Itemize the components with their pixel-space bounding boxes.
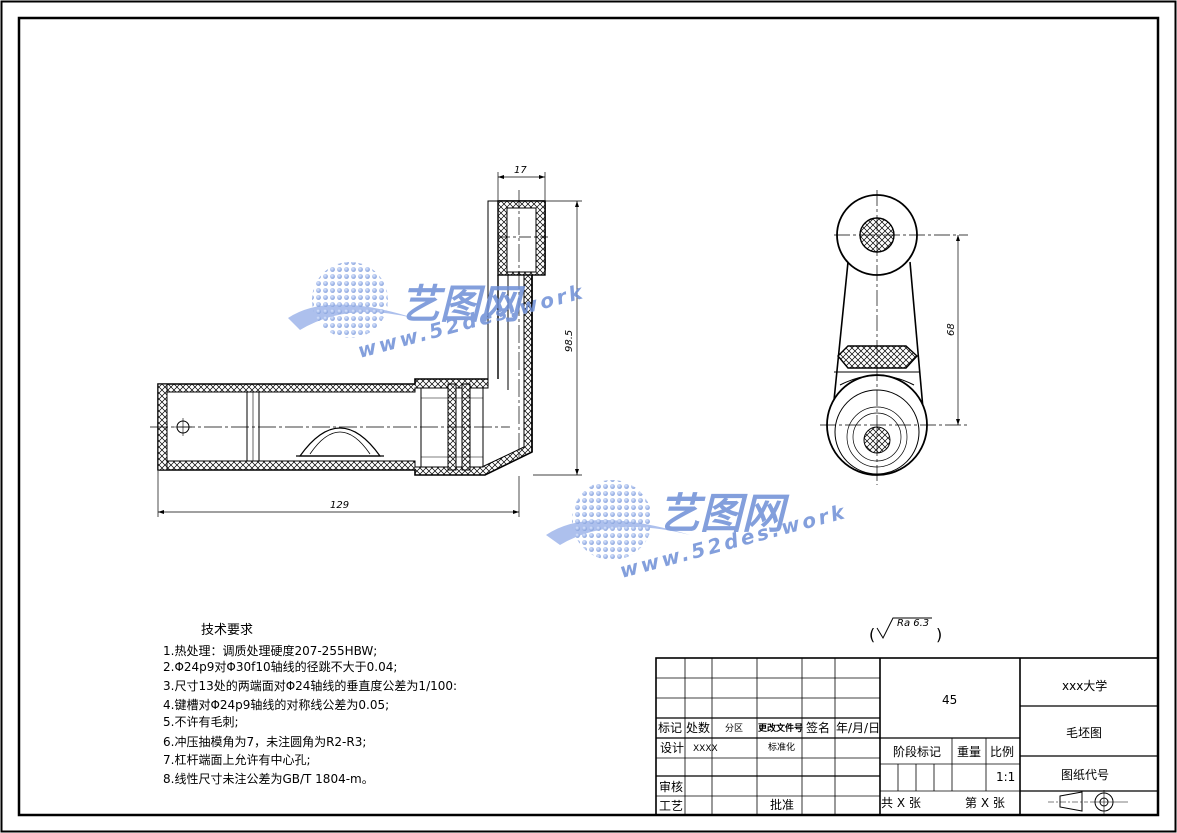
technical-requirements: 技术要求 1.热处理：调质处理硬度207-255HBW; 2.Φ24p9对Φ30… (163, 623, 457, 786)
label-stage-mark: 阶段标记 (893, 744, 941, 759)
designer-name: XXXX (693, 744, 718, 754)
label-change-doc: 更改文件号 (758, 722, 803, 734)
label-scale: 比例 (990, 745, 1014, 759)
scale-value: 1:1 (996, 770, 1015, 784)
tech-req-item: 6.冲压抽模角为7，未注圆角为R2-R3; (163, 734, 366, 749)
label-review: 审核 (659, 779, 683, 794)
tech-req-item: 5.不许有毛刺; (163, 715, 239, 729)
dim-height: 98.5 (564, 330, 575, 352)
label-approve: 批准 (770, 797, 794, 812)
watermark-logo-2: 艺图网 www.52des.work (546, 480, 850, 583)
title-block (655, 657, 1159, 816)
dim-top-width: 17 (514, 165, 527, 176)
label-standardize: 标准化 (768, 741, 795, 753)
tech-req-item: 4.键槽对Φ24p9轴线的对称线公差为0.05; (163, 697, 389, 712)
roughness-value: Ra 6.3 (897, 618, 929, 629)
label-process: 工艺 (659, 799, 683, 813)
tech-req-item: 7.杠杆端面上允许有中心孔; (163, 752, 311, 767)
sheet-number: 第 X 张 (965, 796, 1005, 810)
watermark-brand-2: 艺图网 (658, 489, 790, 538)
svg-text:(: ( (869, 625, 875, 644)
dim-center-distance: 68 (946, 323, 957, 336)
label-design: 设计 (660, 741, 684, 755)
label-weight: 重量 (957, 745, 981, 759)
tech-req-item: 1.热处理：调质处理硬度207-255HBW; (163, 643, 377, 658)
drawing-name: 毛坯图 (1066, 726, 1102, 740)
surface-roughness-symbol: ( Ra 6.3 ) (869, 617, 942, 644)
inner-border (17, 16, 1160, 817)
dim-length: 129 (330, 500, 349, 511)
label-sign: 签名 (806, 720, 830, 735)
tech-req-item: 8.线性尺寸未注公差为GB/T 1804-m。 (163, 771, 374, 786)
tech-req-item: 3.尺寸13处的两端面对Φ24轴线的垂直度公差为1/100: (163, 678, 457, 693)
watermark-brand-1: 艺图网 (400, 282, 526, 328)
tech-req-item: 2.Φ24p9对Φ30f10轴线的径跳不大于0.04; (163, 659, 397, 674)
label-zone: 分区 (725, 723, 743, 734)
label-date: 年/月/日 (836, 721, 880, 735)
side-view: 68 (820, 190, 968, 485)
tech-req-title: 技术要求 (201, 623, 253, 638)
watermark-logo-1: 艺图网 www.52des.work (288, 262, 588, 363)
svg-text:): ) (936, 625, 942, 644)
label-count: 处数 (686, 720, 710, 735)
total-sheets: 共 X 张 (881, 796, 921, 810)
front-view-section: 17 98.5 129 (150, 165, 582, 517)
material: 45 (942, 693, 957, 707)
title-block-text: 45 xxx大学 毛坯图 图纸代号 标记 处数 分区 更改文件号 签名 年/月/… (658, 678, 1109, 813)
school-name: xxx大学 (1062, 678, 1107, 693)
label-mark: 标记 (658, 721, 682, 735)
drawing-code: 图纸代号 (1061, 768, 1109, 782)
